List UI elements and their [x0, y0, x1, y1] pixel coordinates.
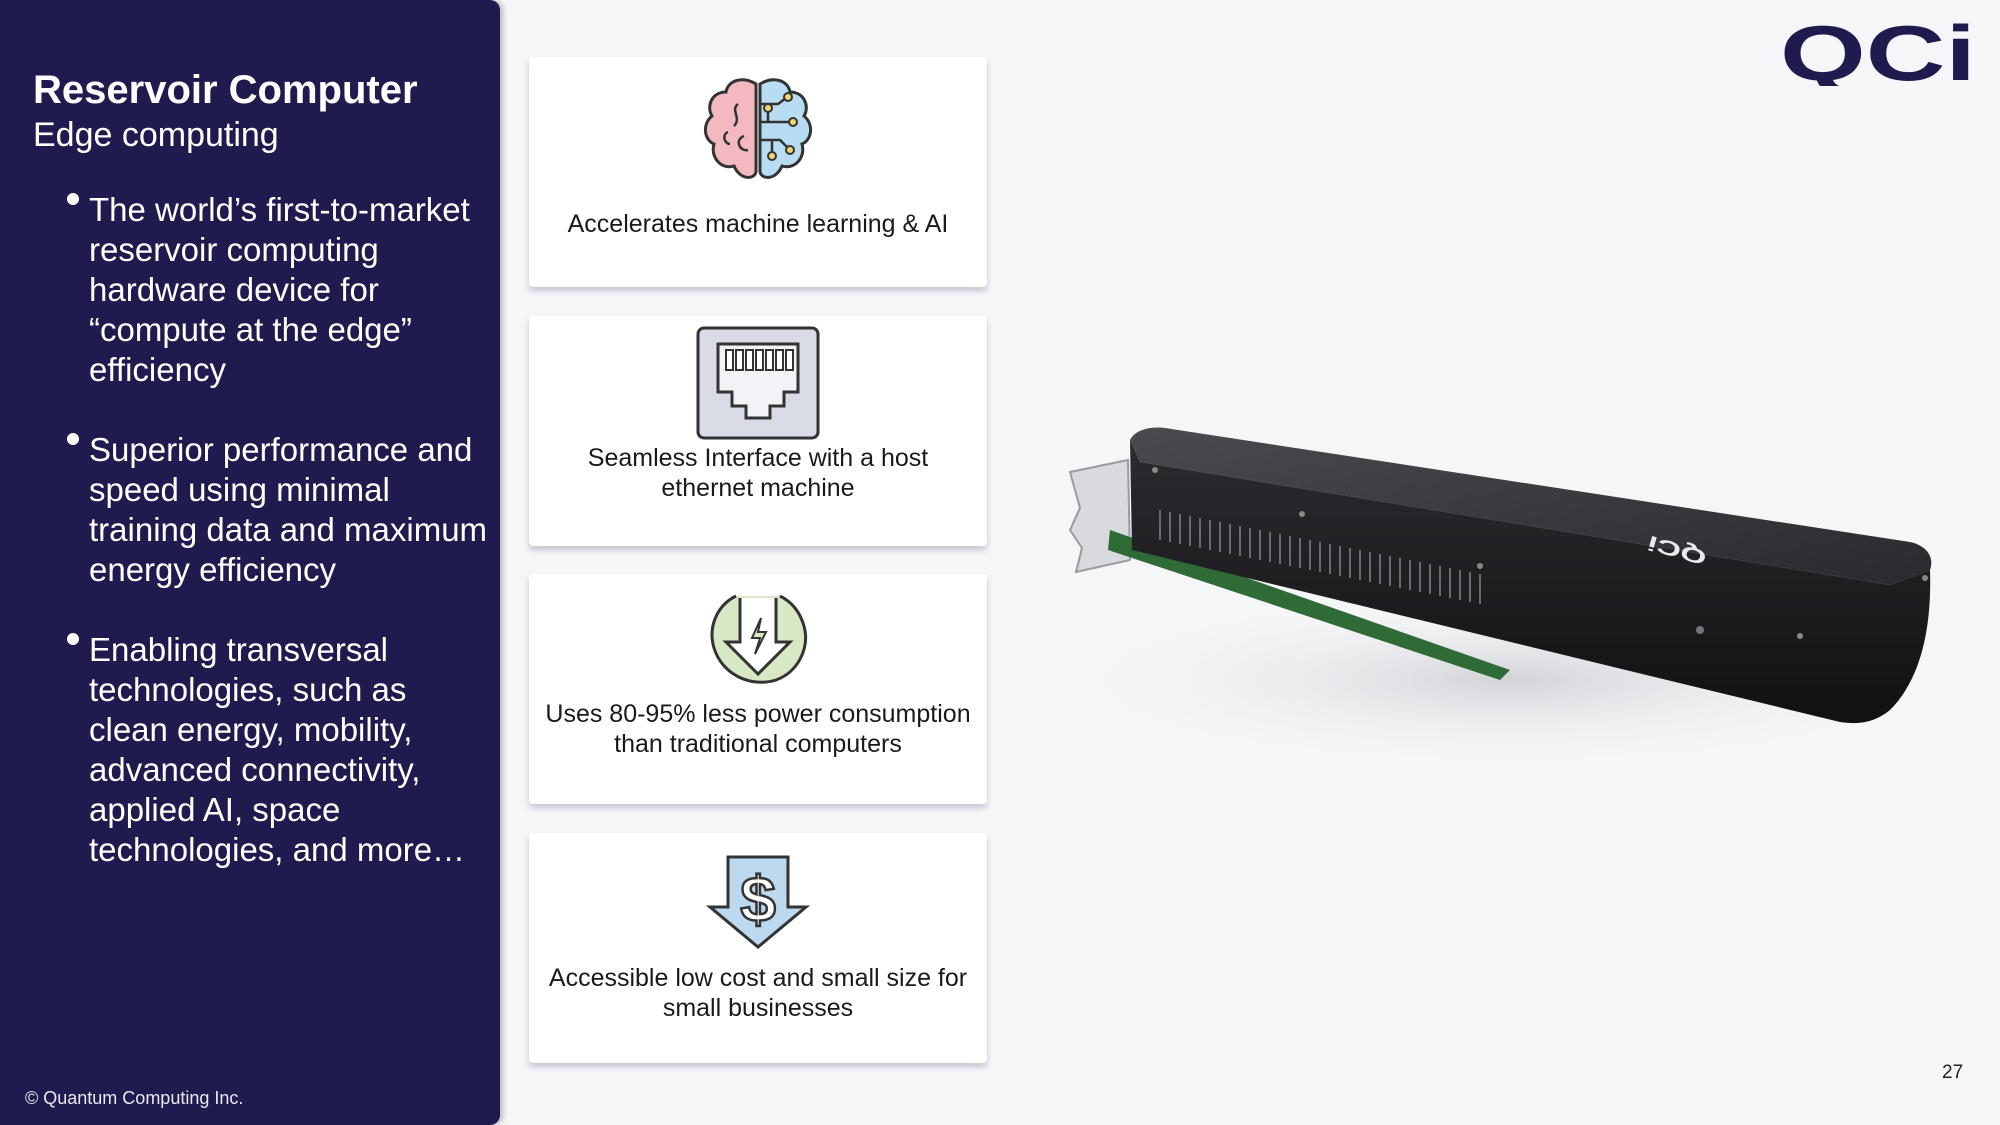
ethernet-port-icon [696, 326, 820, 445]
sidebar-panel: Reservoir Computer Edge computing The wo… [0, 0, 500, 1125]
bullet-text: Superior performance and speed using min… [89, 431, 488, 588]
power-saving-icon [706, 588, 810, 697]
bullet-item: The world’s first-to-market reservoir co… [62, 190, 492, 390]
low-cost-dollar-icon: $ [705, 855, 811, 954]
feature-card-ml: Accelerates machine learning & AI [529, 57, 987, 287]
feature-text: Uses 80-95% less power consumption than … [545, 700, 971, 758]
logo-text: QCi [1780, 20, 1976, 86]
feature-text: Accelerates machine learning & AI [567, 210, 949, 238]
copyright-notice: © Quantum Computing Inc. [25, 1088, 244, 1108]
bullet-item: Enabling transversal technologies, such … [62, 630, 492, 870]
reservoir-computer-device-image: QCi [990, 380, 1980, 805]
feature-card-ethernet: Seamless Interface with a host ethernet … [529, 316, 987, 546]
svg-text:$: $ [740, 863, 776, 935]
feature-text: Seamless Interface with a host ethernet … [587, 444, 929, 502]
feature-card-cost: $ Accessible low cost and small size for… [529, 833, 987, 1063]
feature-text: Accessible low cost and small size for s… [548, 964, 968, 1022]
page-number: 27 [1942, 1062, 1964, 1083]
bullet-dot [67, 193, 79, 205]
slide-title: Reservoir Computer [33, 68, 418, 112]
bullet-text: The world’s first-to-market reservoir co… [89, 191, 470, 388]
brain-icon [698, 74, 818, 194]
bullet-text: Enabling transversal technologies, such … [89, 631, 466, 868]
slide-subtitle: Edge computing [33, 116, 279, 154]
bullet-dot [67, 633, 79, 645]
feature-card-power: Uses 80-95% less power consumption than … [529, 574, 987, 804]
bullet-dot [67, 433, 79, 445]
bullet-list: The world’s first-to-market reservoir co… [62, 190, 492, 910]
bullet-item: Superior performance and speed using min… [62, 430, 492, 590]
qci-logo: QCi [1780, 9, 1980, 97]
